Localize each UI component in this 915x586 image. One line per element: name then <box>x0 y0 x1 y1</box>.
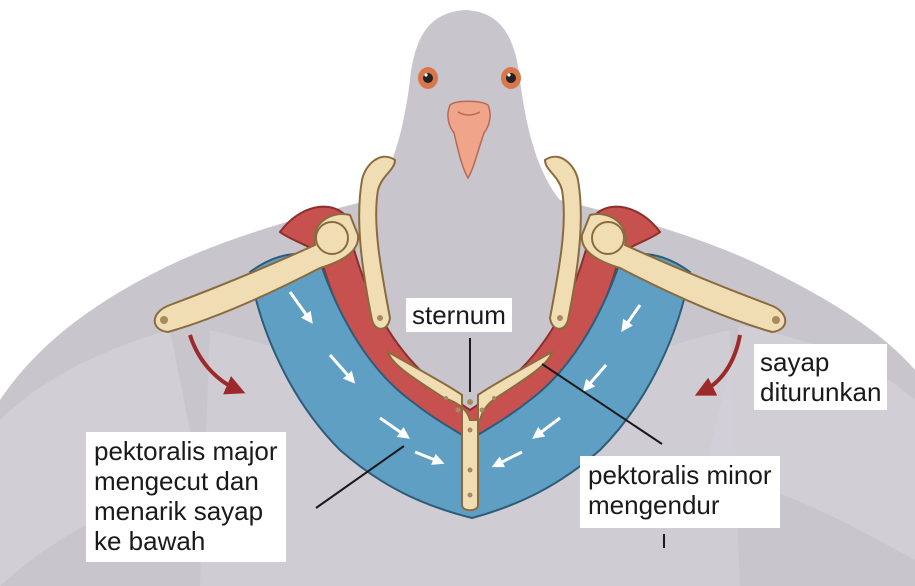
minor-label-line-2: mengendur <box>588 490 772 520</box>
major-label-line-3: menarik sayap <box>94 496 278 526</box>
wing-label-line-1: sayap <box>760 347 881 377</box>
pectoralis-minor-label: pektoralis minor mengendur <box>580 456 780 528</box>
minor-label-line-1: pektoralis minor <box>588 460 772 490</box>
sternum-label-text: sternum <box>412 300 506 330</box>
major-label-line-1: pektoralis major <box>94 436 278 466</box>
pectoralis-major-label: pektoralis major mengecut dan menarik sa… <box>86 432 286 562</box>
major-label-line-4: ke bawah <box>94 526 278 556</box>
major-label-line-2: mengecut dan <box>94 466 278 496</box>
wing-label-line-2: diturunkan <box>760 377 881 407</box>
wing-lowered-label: sayap diturunkan <box>754 344 887 410</box>
sternum-label: sternum <box>406 298 512 332</box>
